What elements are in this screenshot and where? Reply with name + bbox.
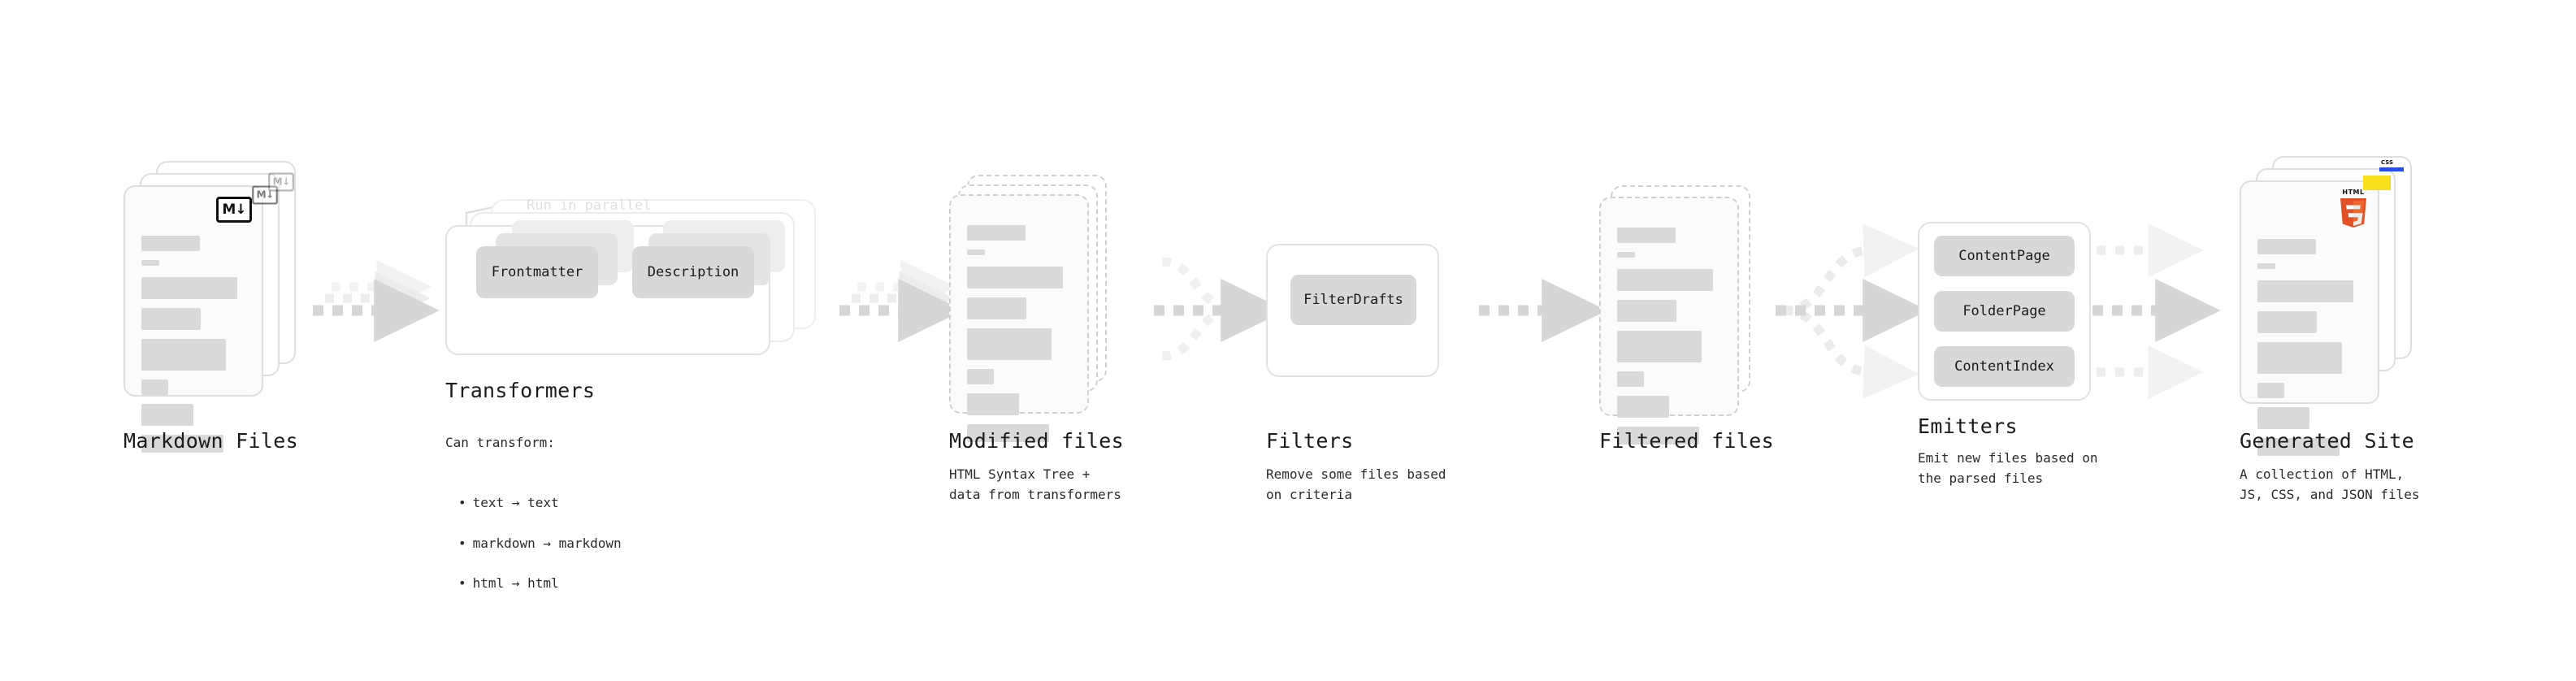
markdown-badge: M↓ (216, 197, 252, 223)
placeholder-line (1617, 300, 1676, 322)
stage-title-generated-site: Generated Site (2240, 429, 2414, 453)
placeholder-line (1617, 396, 1669, 418)
placeholder-line (141, 339, 226, 371)
plugin-chip-description[interactable]: Description (632, 246, 754, 298)
plugin-chip-contentpage[interactable]: ContentPage (1934, 236, 2075, 276)
transformers-bullet: text → text (458, 493, 622, 514)
html5-badge: HTML (2337, 189, 2370, 228)
transformers-bullet-list: text → text markdown → markdown html → h… (445, 473, 622, 614)
plugin-chip-folderpage[interactable]: FolderPage (1934, 291, 2075, 332)
placeholder-line (967, 225, 1026, 241)
markdown-badge-ghost-back: M↓ (268, 172, 294, 192)
placeholder-line (141, 404, 193, 426)
placeholder-line (141, 435, 224, 453)
transformers-bullet: html → html (458, 574, 622, 594)
file-card-front[interactable] (1599, 197, 1739, 445)
placeholder-line (967, 393, 1019, 415)
placeholder-line (2257, 263, 2275, 269)
placeholder-line (2257, 342, 2342, 374)
stage-title-emitters: Emitters (1918, 414, 2018, 438)
placeholder-line (1617, 252, 1635, 258)
placeholder-line (1617, 427, 1700, 445)
placeholder-line (141, 380, 169, 395)
file-card-front[interactable]: HTML (2240, 180, 2379, 456)
plugin-chip-contentindex[interactable]: ContentIndex (1934, 346, 2075, 387)
markdown-badge-ghost-mid: M↓ (252, 185, 278, 205)
stage-desc-transformers: Can transform: text → text markdown → ma… (445, 413, 622, 635)
placeholder-line (2257, 438, 2340, 456)
stage-desc-modified-files: HTML Syntax Tree + data from transformer… (949, 466, 1121, 502)
placeholder-line (141, 277, 237, 299)
connector-modified-to-filters (1154, 257, 1286, 361)
transformers-desc-lead: Can transform: (445, 434, 555, 450)
stage-title-filters: Filters (1266, 429, 1354, 453)
placeholder-line (967, 267, 1063, 288)
connector-filtered-to-emitters (1776, 223, 1928, 399)
connector-transformers-to-modified (839, 260, 964, 342)
plugin-chip-filterdrafts[interactable]: FilterDrafts (1290, 275, 1416, 325)
css-badge (2379, 167, 2404, 171)
placeholder-line (1617, 331, 1702, 362)
transformers-bullet: markdown → markdown (458, 534, 622, 554)
placeholder-line (967, 297, 1026, 319)
stage-title-transformers: Transformers (445, 379, 596, 402)
placeholder-line (967, 249, 985, 255)
annotation-run-in-parallel: Run in parallel (527, 197, 652, 214)
placeholder-line (1617, 371, 1645, 387)
connector-md-to-transformers (313, 260, 440, 342)
html5-badge-label: HTML (2342, 189, 2365, 196)
placeholder-line (2257, 407, 2309, 429)
file-card-front[interactable]: M↓ (124, 185, 263, 453)
placeholder-line (967, 424, 1050, 442)
placeholder-line (967, 328, 1052, 360)
placeholder-line (2257, 280, 2353, 302)
stage-title-filtered-files: Filtered files (1599, 429, 1774, 453)
js-badge (2363, 176, 2391, 190)
connector-emitters-to-site (2092, 223, 2221, 399)
placeholder-line (2257, 239, 2316, 254)
placeholder-line (1617, 269, 1713, 291)
placeholder-line (967, 369, 995, 384)
css-badge-label: CSS (2381, 159, 2394, 166)
stage-title-modified-files: Modified files (949, 429, 1124, 453)
plugin-chip-frontmatter[interactable]: Frontmatter (476, 246, 598, 298)
stage-desc-filters: Remove some files based on criteria (1266, 466, 1446, 502)
placeholder-line (2257, 383, 2285, 398)
stage-desc-emitters: Emit new files based on the parsed files (1918, 450, 2098, 486)
stage-title-markdown-files: Markdown Files (124, 429, 298, 453)
stage-desc-generated-site: A collection of HTML, JS, CSS, and JSON … (2240, 466, 2420, 502)
placeholder-line (141, 236, 200, 251)
placeholder-line (1617, 228, 1676, 243)
placeholder-line (141, 308, 201, 330)
placeholder-line (141, 260, 159, 266)
placeholder-line (2257, 311, 2317, 333)
file-card-front[interactable] (949, 194, 1089, 442)
